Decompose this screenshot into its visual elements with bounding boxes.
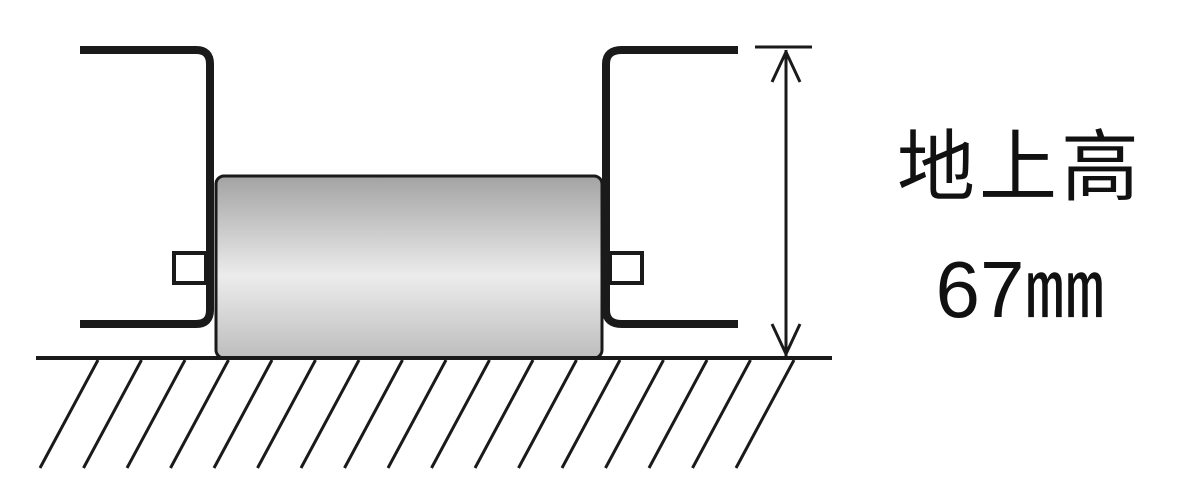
roller	[214, 174, 604, 360]
hatch-line	[517, 359, 578, 469]
hatch-line	[343, 359, 404, 469]
hatch-line	[299, 359, 361, 469]
hatch-line	[734, 359, 796, 469]
right-axle-tab	[608, 251, 644, 285]
hatch-line	[647, 359, 709, 469]
left-axle-tab	[172, 251, 208, 285]
clearance-value: 67㎜	[935, 245, 1105, 334]
left-bracket	[80, 46, 214, 328]
hatch-line	[256, 359, 317, 469]
hatch-line	[82, 359, 143, 469]
hatch-line	[691, 359, 752, 469]
clearance-title: 地上高	[896, 123, 1143, 213]
hatch-line	[386, 359, 448, 469]
arrow-down-icon	[770, 323, 802, 355]
right-bracket	[602, 46, 738, 328]
arrow-up-icon	[770, 51, 802, 83]
hatch-line	[169, 359, 230, 469]
ground-hatching	[38, 359, 796, 469]
hatch-line	[212, 359, 274, 469]
hatch-line	[560, 359, 622, 469]
hatch-line	[430, 359, 491, 469]
hatch-line	[604, 359, 665, 469]
hatch-line	[473, 359, 535, 469]
hatch-line	[38, 359, 100, 469]
hatch-line	[125, 359, 187, 469]
